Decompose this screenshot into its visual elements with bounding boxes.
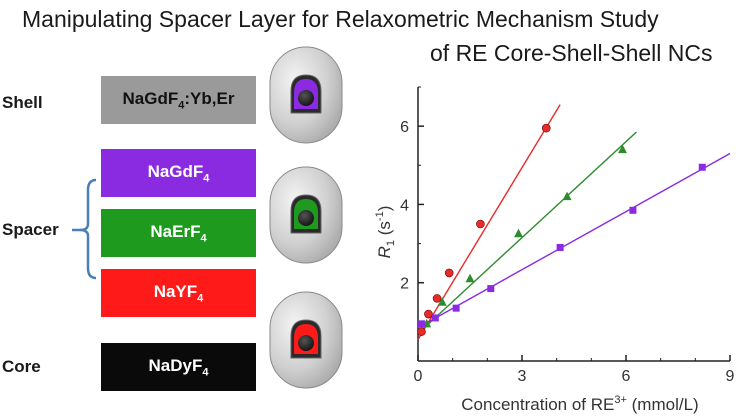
- data-point: [514, 228, 524, 238]
- nanocrystal-capsule: [269, 46, 343, 144]
- data-point: [476, 219, 485, 229]
- core-composition-box: NaDyF4: [101, 343, 256, 391]
- y-axis-label: R1 (s-1): [374, 206, 397, 259]
- data-point: [444, 268, 454, 278]
- y-tick-label: 2: [400, 276, 409, 293]
- data-point: [417, 320, 425, 328]
- data-point: [618, 144, 628, 154]
- x-tick-label: 6: [622, 368, 631, 385]
- nanocrystal-capsule: [269, 291, 343, 389]
- x-tick-label: 0: [414, 368, 423, 385]
- fit-line: [417, 131, 637, 335]
- spacer-gd-text: NaGdF4: [147, 161, 210, 185]
- data-point: [437, 297, 447, 306]
- spacer-y-box: NaYF4: [101, 269, 256, 317]
- x-axis-label: Concentration of RE3+ (mmol/L): [461, 394, 698, 414]
- spacer-gd-box: NaGdF4: [101, 149, 256, 197]
- data-point: [556, 243, 564, 251]
- data-point: [541, 123, 551, 133]
- fit-line: [417, 152, 731, 329]
- shell-composition-box: NaGdF4:Yb,Er: [101, 76, 256, 124]
- data-point: [698, 163, 706, 171]
- data-point: [431, 314, 439, 322]
- data-point: [629, 206, 637, 214]
- data-point: [487, 285, 495, 293]
- shell-label: Shell: [2, 93, 43, 112]
- data-point: [432, 294, 442, 303]
- page-title-line2: of RE Core-Shell-Shell NCs: [430, 40, 713, 66]
- nanocrystal-capsule: [269, 166, 343, 264]
- page-title-line1: Manipulating Spacer Layer for Relaxometr…: [22, 6, 659, 32]
- spacer-y-text: NaYF4: [153, 281, 204, 305]
- data-point: [562, 191, 572, 201]
- data-point: [417, 327, 426, 336]
- x-tick-label: 3: [518, 368, 527, 385]
- shell-composition-text: NaGdF4:Yb,Er: [122, 88, 235, 112]
- y-tick-label: 4: [400, 197, 409, 214]
- spacer-er-box: NaErF4: [101, 209, 256, 257]
- core-label: Core: [2, 357, 41, 376]
- data-point: [452, 304, 460, 312]
- data-point: [424, 309, 433, 319]
- y-tick-label: 6: [400, 119, 409, 136]
- x-tick-label: 9: [726, 368, 735, 385]
- spacer-er-text: NaErF4: [150, 221, 207, 245]
- data-point: [465, 273, 475, 283]
- spacer-label: Spacer: [2, 220, 59, 239]
- core-composition-text: NaDyF4: [148, 355, 209, 379]
